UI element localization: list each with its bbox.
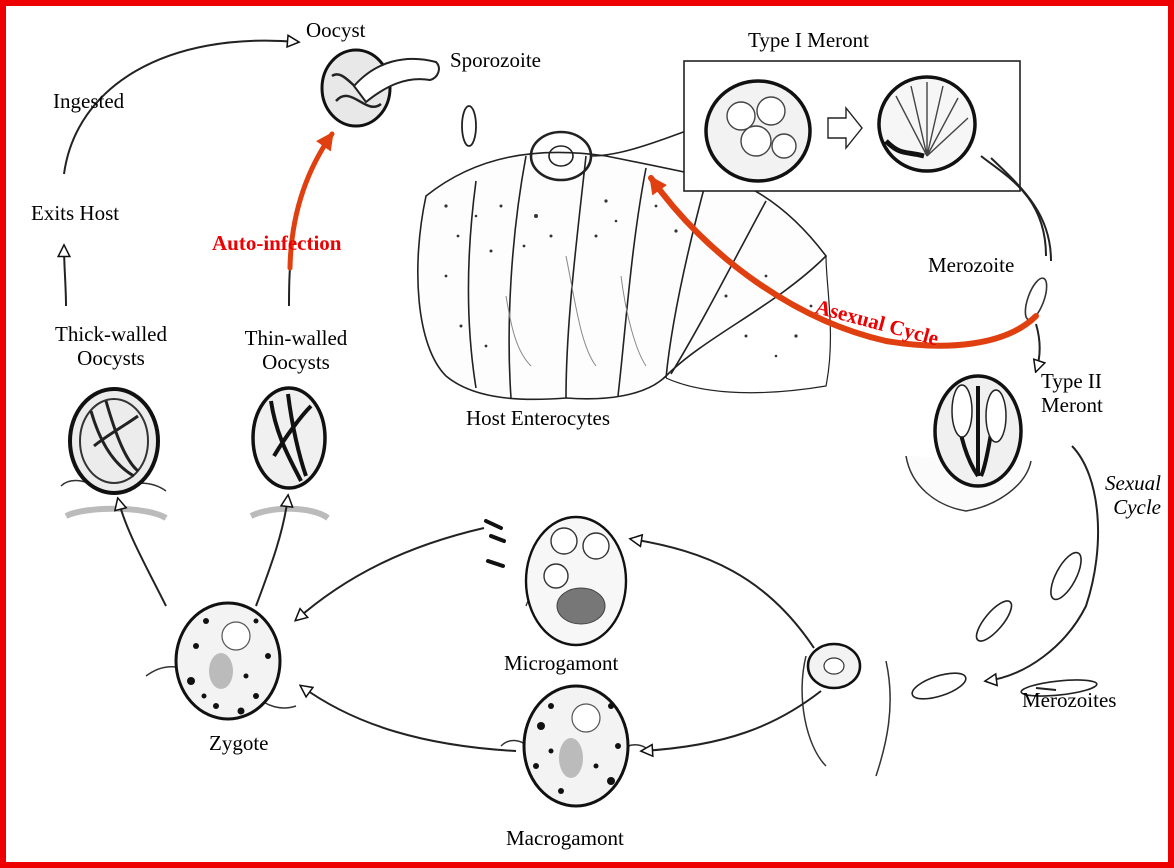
macrogamont-illustration xyxy=(501,686,651,806)
label-ingested: Ingested xyxy=(53,89,124,113)
label-type2-line1: Type II xyxy=(1041,369,1103,393)
label-microgamont: Microgamont xyxy=(504,651,618,675)
label-macrogamont: Macrogamont xyxy=(506,826,624,850)
thick-walled-oocyst-illustration xyxy=(61,389,166,518)
arrow-macrogamont-to-zygote xyxy=(301,686,516,751)
label-auto-infection: Auto-infection xyxy=(212,231,342,255)
label-thick-walled-oocysts: Thick-walled Oocysts xyxy=(36,322,186,370)
label-thick-walled-line1: Thick-walled xyxy=(36,322,186,346)
label-sexual-cycle: Sexual Cycle xyxy=(1101,471,1161,519)
label-thick-walled-line2: Oocysts xyxy=(36,346,186,370)
label-merozoites: Merozoites xyxy=(1022,688,1116,712)
arrow-microgamont-to-zygote xyxy=(296,528,484,620)
label-type1-meront: Type I Meront xyxy=(748,28,869,52)
label-thin-walled-oocysts: Thin-walled Oocysts xyxy=(226,326,366,374)
label-merozoite: Merozoite xyxy=(928,253,1014,277)
arrow-host-to-microgamont xyxy=(631,539,814,648)
type2-meront-illustration xyxy=(906,376,1031,511)
oocyst-sporozoite-illustration xyxy=(322,50,439,126)
label-sexual-line1: Sexual xyxy=(1101,471,1161,495)
arrow-thick-oocyst-to-exits-host xyxy=(64,246,66,306)
label-sporozoite: Sporozoite xyxy=(450,48,541,72)
label-thin-walled-line1: Thin-walled xyxy=(226,326,366,350)
label-host-enterocytes: Host Enterocytes xyxy=(466,406,610,430)
zygote-illustration xyxy=(146,603,296,719)
arrow-host-to-macrogamont xyxy=(642,691,821,751)
label-oocyst: Oocyst xyxy=(306,18,366,42)
label-thin-walled-line2: Oocysts xyxy=(226,350,366,374)
label-sexual-line2: Cycle xyxy=(1101,495,1161,519)
label-type2-meront: Type II Meront xyxy=(1041,369,1103,417)
thin-walled-oocyst-illustration xyxy=(251,388,328,518)
arrow-merozoite-to-type2 xyxy=(1036,324,1040,371)
life-cycle-diagram xyxy=(6,6,1168,862)
host-cell-merozoites-illustration xyxy=(802,548,1097,776)
label-exits-host: Exits Host xyxy=(31,201,119,225)
type1-meront-box xyxy=(684,61,1020,191)
label-zygote: Zygote xyxy=(209,731,268,755)
label-type2-line2: Meront xyxy=(1041,393,1103,417)
microgamont-illustration xyxy=(486,517,626,645)
arrow-thin-oocyst-to-auto-infection xyxy=(289,268,290,306)
